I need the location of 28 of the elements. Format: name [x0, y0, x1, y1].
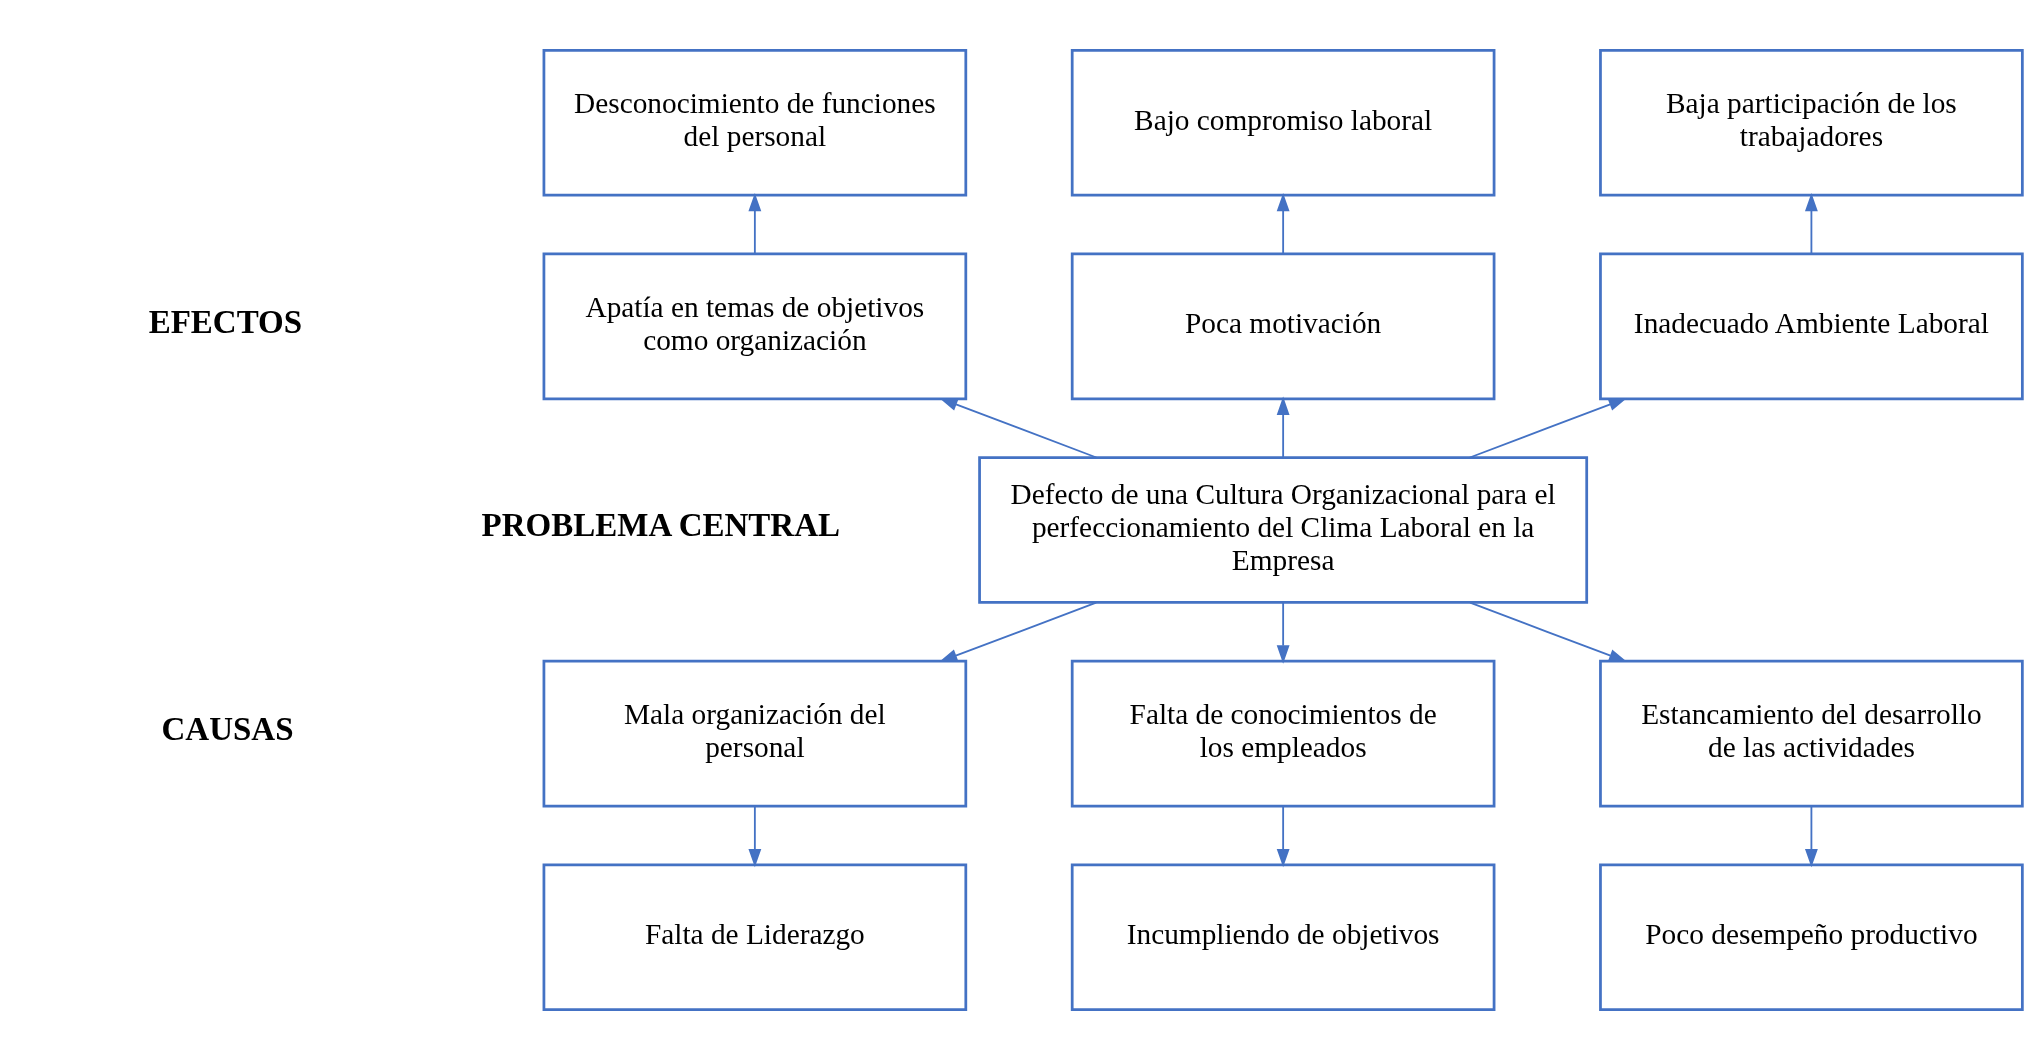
node-box: Desconocimiento de funciones del personal: [542, 48, 968, 197]
node-box: Incumpliendo de objetivos: [1070, 863, 1496, 1012]
node-box: Estancamiento del desarrollo de las actividades: [1599, 659, 2024, 808]
node-box: Baja participación de los trabajadores: [1599, 48, 2024, 197]
arrow: [748, 192, 762, 255]
arrow: [939, 601, 1098, 663]
arrow: [1276, 601, 1290, 664]
node-box: Bajo compromiso laboral: [1070, 48, 1496, 197]
label: PROBLEMA CENTRAL: [481, 507, 841, 544]
arrow: [1804, 805, 1818, 868]
arrow: [1804, 192, 1818, 255]
node-box: Defecto de una Cultura Organizacional para el perfeccionamiento del Clima Laboral en la Empresa: [978, 456, 1589, 604]
label: EFECTOS: [148, 303, 303, 340]
arrow: [748, 805, 762, 868]
node-box: Apatía en temas de objetivos como organización: [542, 252, 968, 401]
arrow: [1469, 601, 1628, 663]
node-box: Poca motivación: [1070, 252, 1496, 401]
arrow: [1468, 398, 1627, 459]
node-box: Falta de Liderazgo: [542, 863, 968, 1012]
node-box: Mala organización del personal: [542, 659, 968, 808]
arrow: [1276, 192, 1290, 255]
node-box: Inadecuado Ambiente Laboral: [1599, 252, 2024, 401]
arrow: [939, 398, 1098, 459]
label: CAUSAS: [161, 710, 294, 747]
arrow: [1276, 805, 1290, 868]
node-box: Falta de conocimientos de los empleados: [1070, 659, 1496, 808]
node-box: Poco desempeño productivo: [1599, 863, 2024, 1012]
arrow: [1276, 396, 1290, 459]
